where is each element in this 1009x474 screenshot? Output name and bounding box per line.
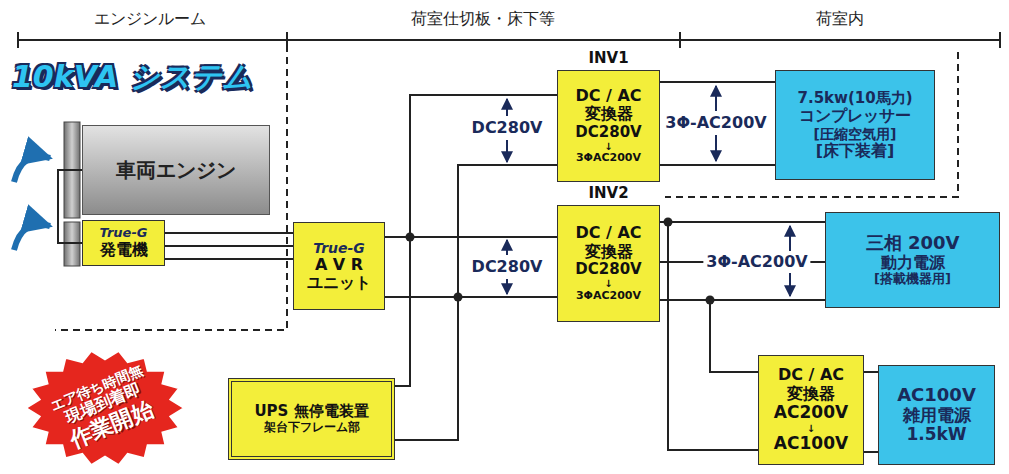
box-text: 1.5kW [906, 425, 966, 445]
wire-connector [165, 232, 293, 234]
box-text: True-G [313, 240, 365, 256]
ups-box: UPS 無停電装置架台下フレーム部 [228, 378, 395, 460]
box-text: AC100V [774, 434, 848, 454]
system-title: 10kVA システム [12, 60, 253, 95]
pulley [64, 122, 80, 266]
box-text: ユニット [307, 274, 371, 292]
box-text: [床下装着] [816, 142, 895, 160]
box-body: DC / AC 変換器AC200V↓AC100V [759, 356, 863, 464]
box-text: [搭載機器用] [874, 272, 951, 287]
box-text: 架台下フレーム部 [264, 421, 360, 435]
load-box: AC100V雑用電源1.5kW [878, 365, 995, 465]
box-heading: INV2 [558, 185, 659, 202]
engine-box: 車両エンジン [82, 125, 270, 215]
inverter-box: DC / AC 変換器DC280V↓3ΦAC200VINV2 [557, 205, 660, 322]
avr-box: True-GA V Rユニット [293, 222, 385, 310]
box-body: DC / AC 変換器DC280V↓3ΦAC200V [558, 71, 659, 181]
box-text: UPS 無停電装置 [254, 403, 368, 420]
region-label: エンジンルーム [91, 10, 209, 28]
box-text: DC / AC 変換器 [763, 366, 859, 403]
wire-connector [395, 237, 557, 386]
box-text: 発電機 [100, 241, 148, 259]
box-heading: INV1 [558, 50, 659, 67]
box-text: AC100V [897, 385, 976, 406]
box-body: 7.5kw(10馬力)コンプレッサー[圧縮空気用][床下装着] [776, 71, 934, 179]
box-text: ↓ [604, 278, 612, 290]
box-text: 3ΦAC200V [576, 290, 641, 303]
box-text: DC / AC 変換器 [562, 87, 655, 124]
box-text: ↓ [604, 141, 612, 153]
box-text: 雑用電源 [903, 406, 971, 426]
box-text: DC280V [575, 261, 641, 278]
box-text: 7.5kw(10馬力) [798, 90, 913, 107]
box-body: DC / AC 変換器DC280V↓3ΦAC200V [558, 206, 659, 321]
box-text: True-G [100, 226, 148, 241]
starburst-badge: エア待ち時間無現場到着即作業開始 [24, 348, 186, 468]
box-body: True-GA V Rユニット [294, 223, 384, 309]
box-text: 三相 200V [866, 233, 960, 254]
box-text: コンプレッサー [799, 107, 911, 125]
box-body: AC100V雑用電源1.5kW [879, 366, 994, 464]
wire-connector [58, 170, 82, 243]
load-box: 7.5kw(10馬力)コンプレッサー[圧縮空気用][床下装着] [775, 70, 935, 180]
inverter-box: DC / AC 変換器DC280V↓3ΦAC200VINV1 [557, 70, 660, 182]
box-text: 3ΦAC200V [576, 152, 641, 165]
converter-box: DC / AC 変換器AC200V↓AC100V [758, 355, 864, 465]
voltage-label: 3Φ-AC200V [703, 253, 810, 271]
box-body: UPS 無停電装置架台下フレーム部 [232, 382, 391, 456]
box-text: ↓ [807, 423, 815, 435]
voltage-label: 3Φ-AC200V [662, 114, 769, 132]
box-text: DC280V [575, 124, 641, 141]
box-body: エア待ち時間無現場到着即作業開始 [7, 322, 202, 474]
voltage-label: DC280V [469, 258, 546, 276]
load-box: 三相 200V動力電源[搭載機器用] [825, 212, 1000, 308]
box-text: A V R [315, 256, 363, 274]
wire-connector [660, 81, 775, 83]
region-label: 荷室内 [813, 10, 867, 28]
rotation-arrow [14, 156, 50, 250]
box-body: True-G発電機 [83, 221, 164, 265]
box-body: 三相 200V動力電源[搭載機器用] [826, 213, 999, 307]
box-text: 動力電源 [881, 254, 945, 272]
dimension-line [18, 32, 1000, 48]
region-label: 荷室仕切板・床下等 [408, 10, 558, 28]
box-text: AC200V [774, 403, 848, 423]
box-text: 車両エンジン [116, 159, 236, 182]
wire-connector [395, 95, 557, 386]
voltage-label: DC280V [469, 119, 546, 137]
box-text: [圧縮空気用] [814, 126, 897, 142]
wire-connector [864, 371, 878, 373]
generator-box: True-G発電機 [82, 220, 165, 266]
box-text: DC / AC 変換器 [562, 224, 655, 261]
starburst-outline [26, 351, 184, 465]
box-body: 車両エンジン [83, 126, 269, 214]
wire-connector [660, 221, 825, 223]
